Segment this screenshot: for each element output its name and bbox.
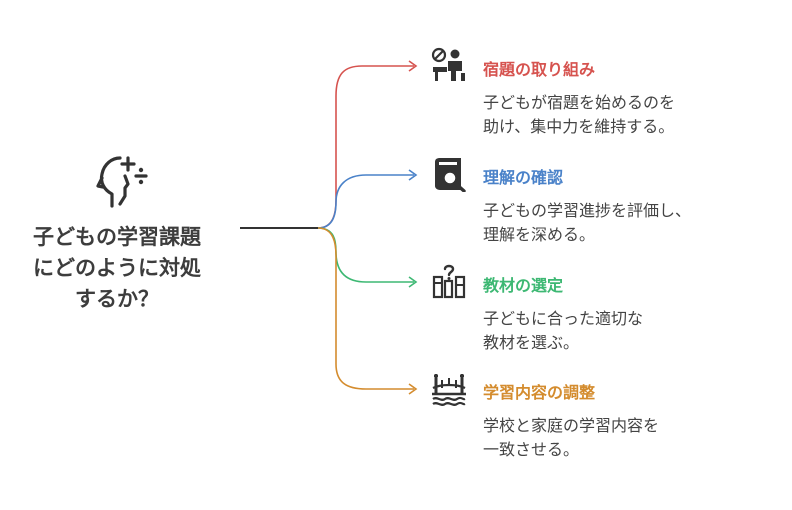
homework-desk-icon [431, 47, 465, 81]
branch-connector-homework [317, 65, 414, 229]
head-thinking-icon [96, 156, 148, 208]
arrowhead-understanding [408, 169, 418, 181]
branch-desc-understanding-line-1: 子どもの学習進捗を評価し、 [483, 201, 692, 220]
central-question-line-1: 子どもの学習課題 [33, 225, 201, 249]
branch-desc-homework: 子どもが宿題を始めるのを 助け、集中力を維持する。 [483, 91, 675, 139]
book-search-icon [435, 158, 466, 192]
bridge-icon [432, 374, 466, 406]
branch-desc-alignment: 学校と家庭の学習内容を 一致させる。 [483, 414, 659, 462]
branch-desc-materials-line-2: 教材を選ぶ。 [483, 333, 580, 352]
branch-connector-understanding [317, 174, 414, 229]
central-question: 子どもの学習課題 にどのように対処 するか？ [12, 222, 222, 315]
branch-connector-alignment [317, 227, 414, 390]
branch-desc-materials-line-1: 子どもに合った適切な [483, 309, 644, 328]
central-question-line-2: にどのように対処 [33, 256, 201, 280]
branch-desc-homework-line-2: 助け、集中力を維持する。 [483, 117, 675, 136]
branch-desc-understanding-line-2: 理解を深める。 [483, 225, 596, 244]
branch-desc-alignment-line-1: 学校と家庭の学習内容を [483, 416, 660, 435]
branch-title-materials: 教材の選定 [483, 276, 564, 295]
branch-desc-homework-line-1: 子どもが宿題を始めるのを [483, 93, 676, 112]
branch-desc-alignment-line-2: 一致させる。 [483, 440, 580, 459]
branch-title-understanding: 理解の確認 [483, 168, 564, 187]
arrowhead-homework [408, 60, 418, 72]
branch-desc-understanding: 子どもの学習進捗を評価し、 理解を深める。 [483, 199, 691, 247]
arrowhead-materials [408, 276, 418, 288]
central-question-line-3: するか？ [75, 287, 159, 311]
arrowhead-alignment [408, 383, 418, 395]
branch-title-alignment: 学習内容の調整 [483, 383, 596, 402]
books-question-icon [432, 264, 466, 299]
branch-desc-materials: 子どもに合った適切な 教材を選ぶ。 [483, 307, 643, 355]
branch-title-homework: 宿題の取り組み [483, 60, 596, 79]
